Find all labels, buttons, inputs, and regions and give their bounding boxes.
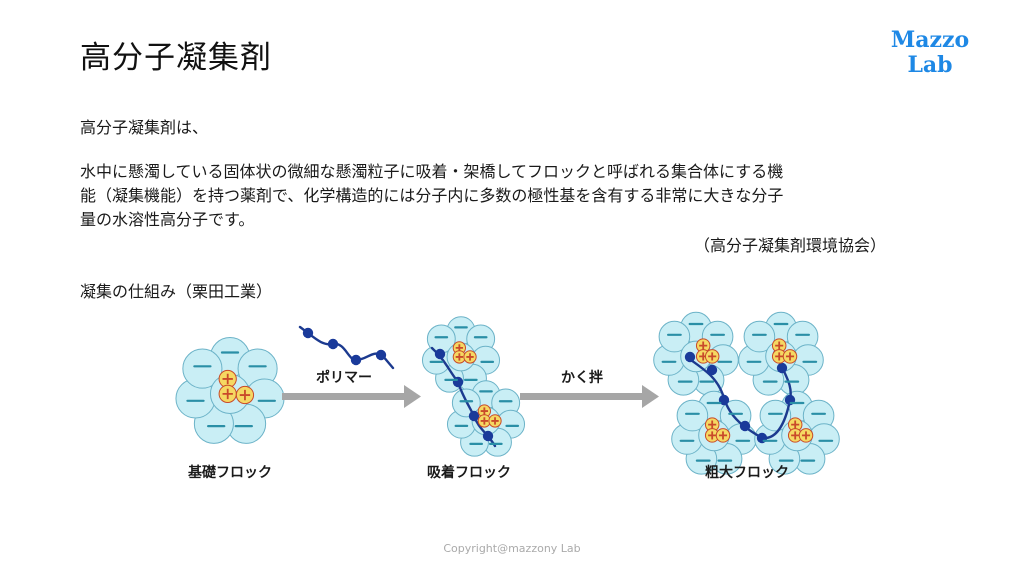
source-citation: （高分子凝集剤環境協会） [693, 236, 886, 255]
polymer-chain [430, 346, 497, 448]
arrow-head [642, 385, 659, 408]
plus-sign-icon [708, 420, 717, 429]
arrow-polymer-label: ポリマー [316, 369, 372, 386]
diagram-heading: 凝集の仕組み（栗田工業） [80, 282, 273, 301]
plus-sign-icon [718, 431, 728, 440]
polymer-bead [718, 394, 730, 406]
plus-sign-icon [699, 341, 708, 350]
polymer-bead [452, 376, 464, 388]
particle [182, 348, 223, 389]
plus-sign-icon [708, 352, 717, 361]
polymer-bead [482, 430, 494, 442]
particle-layer [175, 311, 840, 475]
flocculation-diagram: ポリマー かく拌 基礎フロック 吸着フロック 粗大フロック [175, 311, 840, 481]
definition-paragraph: 水中に懸濁している固体状の微細な懸濁粒子に吸着・架橋してフロックと呼ばれる集合体… [80, 160, 900, 232]
plus-sign-icon [708, 431, 717, 440]
arrow-shaft [282, 393, 406, 400]
plus-sign-icon [455, 353, 464, 361]
plus-sign-icon [801, 431, 811, 440]
definition-line-3: 量の水溶性高分子です。 [80, 210, 255, 229]
mazzo-lab-logo: Mazzo Lab [880, 28, 980, 78]
polymer-bead [375, 349, 387, 361]
plus-sign-icon [239, 389, 251, 401]
polymer-bead [327, 338, 339, 350]
plus-sign-icon [791, 431, 800, 440]
plus-sign-icon [480, 407, 489, 415]
arrow-stirring-label: かく拌 [561, 369, 603, 386]
polymer-bead [350, 354, 362, 366]
polymer-bead [739, 420, 751, 432]
particle [676, 399, 709, 432]
polymer-chain [298, 325, 395, 370]
plus-sign-icon [491, 417, 499, 425]
arrow-stirring [520, 385, 659, 408]
plus-sign-icon [222, 373, 233, 385]
polymer-bead [434, 348, 446, 360]
arrow-polymer [282, 385, 421, 408]
stage-adsorbed-floc-label: 吸着フロック [427, 464, 511, 481]
slide-title: 高分子凝集剤 [80, 40, 272, 76]
plus-sign-icon [791, 420, 800, 429]
polymer-layer [298, 325, 796, 448]
definition-line-1: 水中に懸濁している固体状の微細な懸濁粒子に吸着・架橋してフロックと呼ばれる集合体… [80, 162, 784, 181]
arrow-shaft [520, 393, 644, 400]
definition-line-2: 能（凝集機能）を持つ薬剤で、化学構造的には分子内に多数の極性基を含有する非常に大… [80, 186, 784, 205]
plus-sign-icon [222, 388, 233, 400]
logo-line-1: Mazzo [890, 27, 970, 53]
polymer-bead [776, 362, 788, 374]
polymer-bead [468, 410, 480, 422]
charge-layer [186, 322, 834, 462]
plus-sign-icon [775, 341, 784, 350]
arrow-head [404, 385, 421, 408]
plus-sign-icon [775, 352, 784, 361]
polymer-bead [684, 351, 696, 363]
intro-text: 高分子凝集剤は、 [80, 118, 209, 137]
plus-sign-icon [466, 353, 474, 361]
polymer-bead [706, 364, 718, 376]
stage-basic-floc-label: 基礎フロック [188, 464, 272, 481]
polymer-bead [302, 327, 314, 339]
plus-sign-icon [480, 417, 489, 425]
copyright-footer: Copyright@mazzony Lab [443, 542, 581, 555]
particle [743, 320, 776, 353]
particle [658, 320, 691, 353]
plus-sign-icon [785, 352, 795, 361]
stage-coarse-floc-label: 粗大フロック [705, 464, 789, 481]
logo-line-2: Lab [907, 52, 953, 78]
